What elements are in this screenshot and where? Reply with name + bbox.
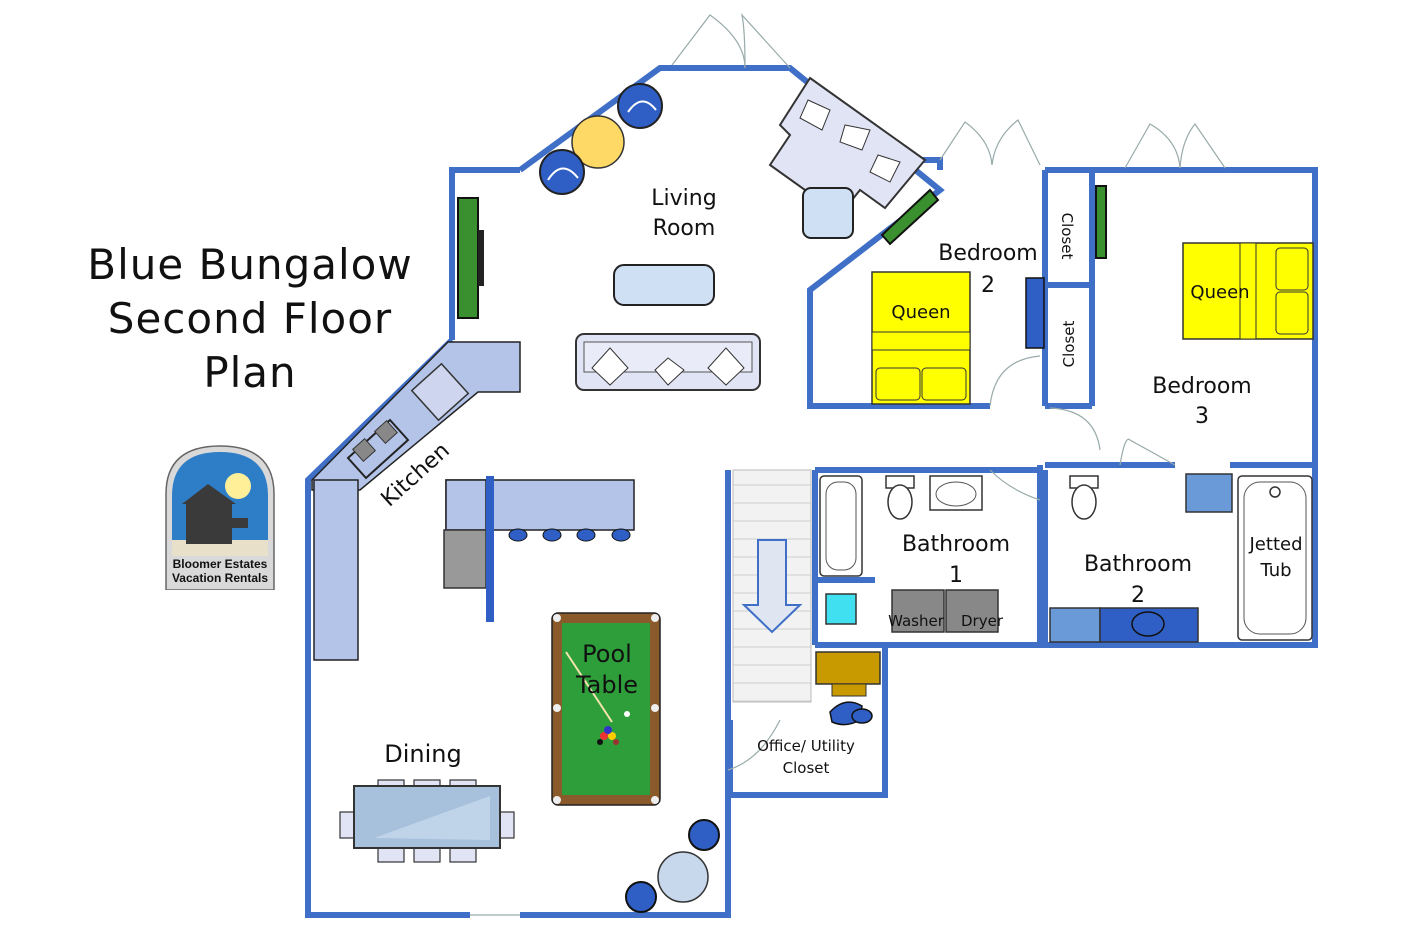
pool-table-label-2: Table: [575, 671, 638, 699]
title-line-1: Blue Bungalow: [87, 240, 413, 289]
house-icon: [182, 484, 236, 544]
bedroom2-label-2: 2: [981, 273, 995, 298]
plan-title: Blue Bungalow Second Floor Plan: [60, 238, 440, 400]
bar-stools: [508, 528, 631, 542]
closet-label-a: Closet: [1058, 213, 1076, 260]
tv-bedroom2: [1025, 277, 1045, 349]
title-line-3: Plan: [203, 348, 297, 397]
armchair-left: [539, 149, 585, 195]
living-room-label-1: Living: [651, 186, 716, 211]
title-line-2: Second Floor: [107, 294, 393, 343]
office-label-1: Office/ Utility: [757, 737, 855, 755]
ottoman: [802, 187, 854, 239]
stairs-down-arrow-icon: [741, 539, 803, 634]
living-room-label-2: Room: [653, 216, 716, 241]
company-logo: [165, 445, 275, 590]
labels: Living Room Kitchen Dining Pool Table Be…: [377, 186, 1303, 777]
tv-bedroom3: [1095, 185, 1107, 259]
dining-armchairs: [625, 819, 720, 913]
bed-bedroom2: [871, 271, 971, 405]
logo-line-2: Vacation Rentals: [171, 571, 269, 585]
sink-bath1: [929, 475, 983, 511]
closet-label-b: Closet: [1060, 321, 1078, 368]
dining-table: [339, 779, 515, 863]
bedroom3-label-2: 3: [1195, 404, 1209, 429]
desk: [815, 651, 881, 685]
washer-label: Washer: [888, 612, 945, 630]
tv-living: [457, 197, 484, 319]
toilet-bath2: [1069, 475, 1099, 520]
dryer-label: Dryer: [961, 612, 1004, 630]
bedroom2-label-1: Bedroom: [938, 241, 1038, 266]
dining-label: Dining: [384, 740, 461, 768]
toilet-bath1: [885, 475, 915, 520]
bathroom1-label-1: Bathroom: [902, 532, 1010, 557]
bed-bedroom3: [1182, 242, 1314, 340]
refrigerator: [443, 529, 487, 589]
tub-label-2: Tub: [1259, 560, 1291, 581]
bed3-label: Queen: [1190, 282, 1249, 303]
vanity-bath2: [1049, 607, 1199, 643]
office-label-2: Closet: [783, 759, 830, 777]
side-table: [571, 115, 625, 169]
island-divider: [486, 476, 494, 622]
stove: [410, 362, 470, 422]
jetted-tub: [1237, 475, 1313, 641]
kitchen-sink: [346, 418, 410, 480]
shower-bath1: [825, 593, 857, 625]
sun-icon: [225, 473, 251, 499]
bathroom2-label-1: Bathroom: [1084, 552, 1192, 577]
coffee-table: [613, 264, 715, 306]
pool-table-label-1: Pool: [582, 640, 632, 668]
armchair-right: [617, 83, 663, 129]
tub-label-1: Jetted: [1249, 534, 1303, 555]
desk-shelf: [831, 683, 867, 697]
washer: [891, 589, 945, 633]
bed2-label: Queen: [891, 302, 950, 323]
cabinet-bath2: [1185, 473, 1233, 513]
tv-corner: [880, 188, 940, 246]
bedroom3-label-1: Bedroom: [1152, 374, 1252, 399]
sofa-living: [575, 333, 761, 391]
logo-caption: Bloomer Estates Vacation Rentals: [164, 557, 276, 585]
doors: [470, 12, 1226, 916]
dryer: [945, 589, 999, 633]
pool-table: [551, 612, 661, 806]
bathtub-bath1: [819, 475, 863, 577]
walls: [305, 65, 1318, 918]
bathroom1-label-2: 1: [949, 563, 963, 588]
office-chair: [829, 701, 873, 726]
logo-line-1: Bloomer Estates: [172, 557, 268, 571]
bathroom2-label-2: 2: [1131, 583, 1145, 608]
